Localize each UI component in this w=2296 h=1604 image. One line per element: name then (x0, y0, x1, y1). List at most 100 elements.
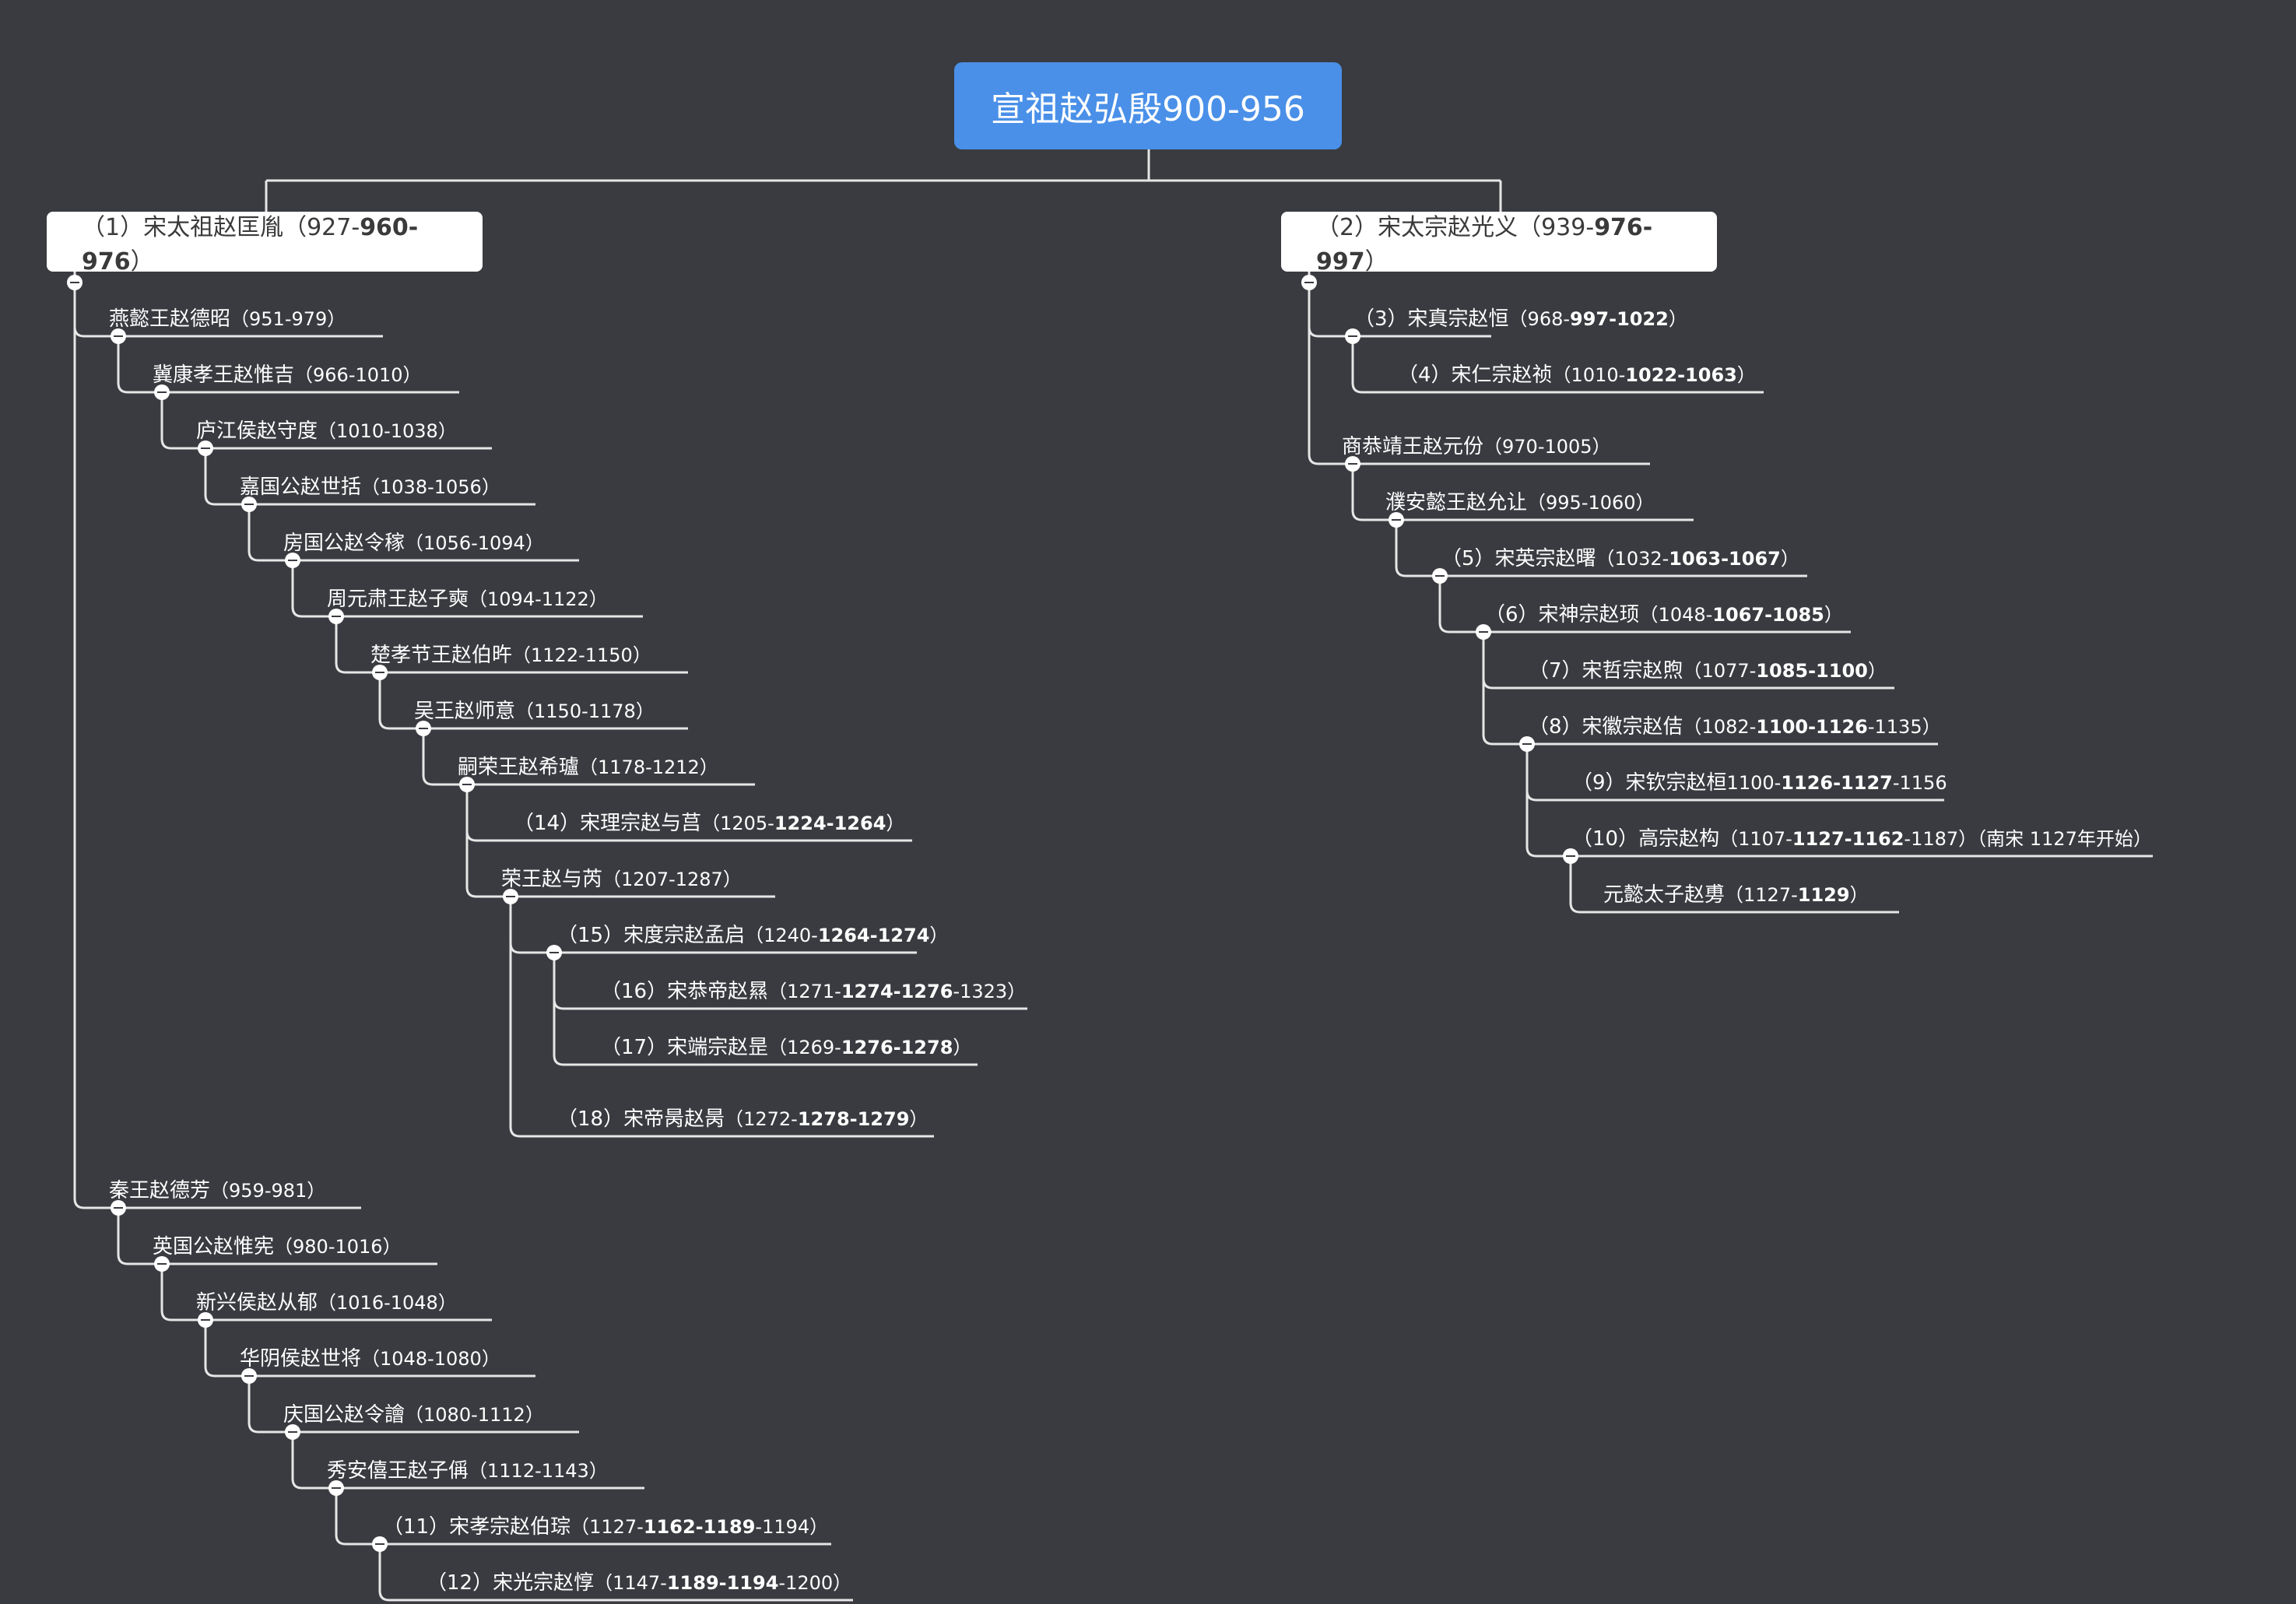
life-years: -1323） (953, 981, 1027, 1002)
tree-node[interactable]: （9）宋钦宗赵桓1100-1126-1127-1156 (1572, 767, 1947, 798)
tree-node[interactable]: 商恭靖王赵元份（970-1005） (1342, 431, 1611, 462)
tree-node[interactable]: 新兴侯赵从郁（1016-1048） (196, 1287, 457, 1318)
tree-node[interactable]: 庆国公赵令譮（1080-1112） (283, 1399, 544, 1430)
tree-node[interactable]: 嗣荣王赵希瓐（1178-1212） (458, 752, 718, 783)
collapse-toggle[interactable] (1345, 328, 1360, 344)
life-years: （1240- (745, 925, 818, 946)
tree-node[interactable]: （8）宋徽宗赵佶（1082-1100-1126-1135） (1529, 711, 1941, 742)
collapse-toggle[interactable] (1476, 624, 1491, 640)
life-years: （1127- (570, 1516, 644, 1538)
life-years: （1010-1038） (318, 420, 457, 442)
collapse-toggle[interactable] (503, 889, 518, 904)
tree-node[interactable]: 庐江侯赵守度（1010-1038） (196, 416, 457, 447)
life-years: （1038-1056） (361, 476, 500, 498)
tree-node[interactable]: （16）宋恭帝赵㬎（1271-1274-1276-1323） (601, 976, 1026, 1007)
tree-node[interactable]: 楚孝节王赵伯旿（1122-1150） (370, 640, 651, 671)
collapse-toggle[interactable] (1563, 848, 1578, 864)
life-years: ） (886, 813, 905, 834)
tree-node[interactable]: （11）宋孝宗赵伯琮（1127-1162-1189-1194） (383, 1511, 828, 1543)
collapse-toggle[interactable] (111, 328, 126, 344)
node-name: 冀康孝王赵惟吉 (153, 363, 295, 387)
tree-node[interactable]: 秀安僖王赵子偁（1112-1143） (327, 1455, 608, 1486)
tree-node[interactable]: （3）宋真宗赵恒（968-997-1022） (1354, 304, 1687, 335)
collapse-toggle[interactable] (285, 553, 300, 568)
collapse-toggle[interactable] (154, 1256, 170, 1272)
tree-node[interactable]: 荣王赵与芮（1207-1287） (501, 864, 742, 895)
node-name: （18）宋帝昺赵昺 (557, 1107, 725, 1131)
node-connector (1395, 520, 1807, 577)
tree-node[interactable]: （15）宋度宗赵孟启（1240-1264-1274） (557, 920, 948, 951)
node-years: （1205-1224-1264） (701, 813, 904, 834)
node-name: 华阴侯赵世将 (240, 1347, 362, 1371)
collapse-toggle[interactable] (285, 1424, 300, 1440)
life-years: ） (1668, 308, 1687, 330)
tree-node[interactable]: 元懿太子赵旉（1127-1129） (1603, 879, 1869, 911)
collapse-toggle[interactable] (111, 1200, 126, 1216)
tree-node[interactable]: （6）宋神宗赵顼（1048-1067-1085） (1485, 599, 1843, 630)
tree-node[interactable]: 濮安懿王赵允让（995-1060） (1385, 487, 1655, 518)
node-years: （1240-1264-1274） (745, 925, 948, 946)
node-name: 庆国公赵令譮 (283, 1403, 405, 1427)
collapse-toggle[interactable] (154, 384, 170, 400)
node-years: （1178-1212） (579, 756, 718, 778)
reign-years: 1067-1085 (1712, 604, 1824, 626)
branch-node-taizong[interactable]: （2）宋太宗赵光义（939-976-997） (1281, 212, 1717, 276)
tree-node[interactable]: 嘉国公赵世括（1038-1056） (240, 472, 500, 503)
tree-node[interactable]: （14）宋理宗赵与莒（1205-1224-1264） (514, 808, 904, 839)
tree-node[interactable]: （12）宋光宗赵惇（1147-1189-1194-1200） (427, 1567, 851, 1599)
node-name: 吴王赵师意 (414, 700, 516, 723)
node-years: （1056-1094） (405, 532, 544, 554)
tree-node[interactable]: 房国公赵令稼（1056-1094） (283, 528, 544, 559)
node-name: 元懿太子赵旉 (1603, 883, 1726, 907)
collapse-toggle[interactable] (372, 665, 388, 680)
collapse-toggle[interactable] (328, 1480, 344, 1496)
tree-node[interactable]: 燕懿王赵德昭（951-979） (109, 304, 346, 335)
collapse-toggle[interactable] (459, 777, 475, 792)
node-years: （1010-1022-1063） (1553, 364, 1756, 386)
node-name: （9）宋钦宗赵桓 (1572, 771, 1727, 795)
tree-node[interactable]: （17）宋端宗赵昰（1269-1276-1278） (601, 1032, 971, 1063)
tree-node[interactable]: 华阴侯赵世将（1048-1080） (240, 1343, 500, 1374)
node-name: 嗣荣王赵希瓐 (458, 756, 580, 779)
life-years: （995-1060） (1527, 492, 1655, 514)
node-name: 周元肃王赵子奭 (327, 588, 469, 611)
tree-node[interactable]: 英国公赵惟宪（980-1016） (153, 1231, 402, 1262)
collapse-toggle[interactable] (1432, 568, 1448, 584)
collapse-toggle[interactable] (1519, 736, 1535, 752)
tree-node[interactable]: （4）宋仁宗赵祯（1010-1022-1063） (1398, 360, 1756, 391)
collapse-toggle[interactable] (372, 1536, 388, 1552)
collapse-toggle[interactable] (546, 945, 562, 960)
collapse-toggle[interactable] (328, 609, 344, 624)
life-years: （1147- (594, 1572, 667, 1594)
branch-label: （2）宋太宗赵光义（939-976-997） (1316, 213, 1653, 276)
collapse-toggle[interactable] (67, 275, 83, 290)
node-name: （16）宋恭帝赵㬎 (601, 980, 769, 1003)
tree-node[interactable]: （10）高宗赵构（1107-1127-1162-1187）（南宋 1127年开始… (1572, 823, 2152, 855)
life-years: （1272- (725, 1108, 798, 1130)
life-years: ） (1780, 548, 1799, 570)
collapse-toggle[interactable] (198, 440, 213, 456)
tree-node[interactable]: （7）宋哲宗赵煦（1077-1085-1100） (1529, 655, 1887, 686)
node-name: 商恭靖王赵元份 (1342, 435, 1484, 458)
node-years: （1010-1038） (318, 420, 457, 442)
collapse-toggle[interactable] (198, 1312, 213, 1328)
collapse-toggle[interactable] (241, 497, 257, 512)
tree-node[interactable]: 秦王赵德芳（959-981） (109, 1175, 325, 1206)
collapse-toggle[interactable] (1388, 512, 1404, 528)
tree-node[interactable]: 周元肃王赵子奭（1094-1122） (327, 584, 608, 615)
tree-node[interactable]: 冀康孝王赵惟吉（966-1010） (153, 360, 422, 391)
life-years: （959-981） (210, 1180, 326, 1202)
collapse-toggle[interactable] (416, 721, 431, 736)
node-years: （1127-1162-1189-1194） (570, 1516, 828, 1538)
node-name: （17）宋端宗赵昰 (601, 1036, 769, 1059)
tree-node[interactable]: （18）宋帝昺赵昺（1272-1278-1279） (557, 1104, 928, 1135)
root-node[interactable]: 宣祖赵弘殷900-956 (954, 62, 1342, 149)
branch-node-taizu[interactable]: （1）宋太祖赵匡胤（927-960-976） (47, 212, 483, 276)
collapse-toggle[interactable] (1301, 275, 1317, 290)
tree-node[interactable]: （5）宋英宗赵曙（1032-1063-1067） (1441, 543, 1799, 574)
tree-node[interactable]: 吴王赵师意（1150-1178） (414, 696, 655, 727)
collapse-toggle[interactable] (241, 1368, 257, 1384)
collapse-toggle[interactable] (1345, 456, 1360, 472)
node-name: 燕懿王赵德昭 (109, 307, 231, 331)
